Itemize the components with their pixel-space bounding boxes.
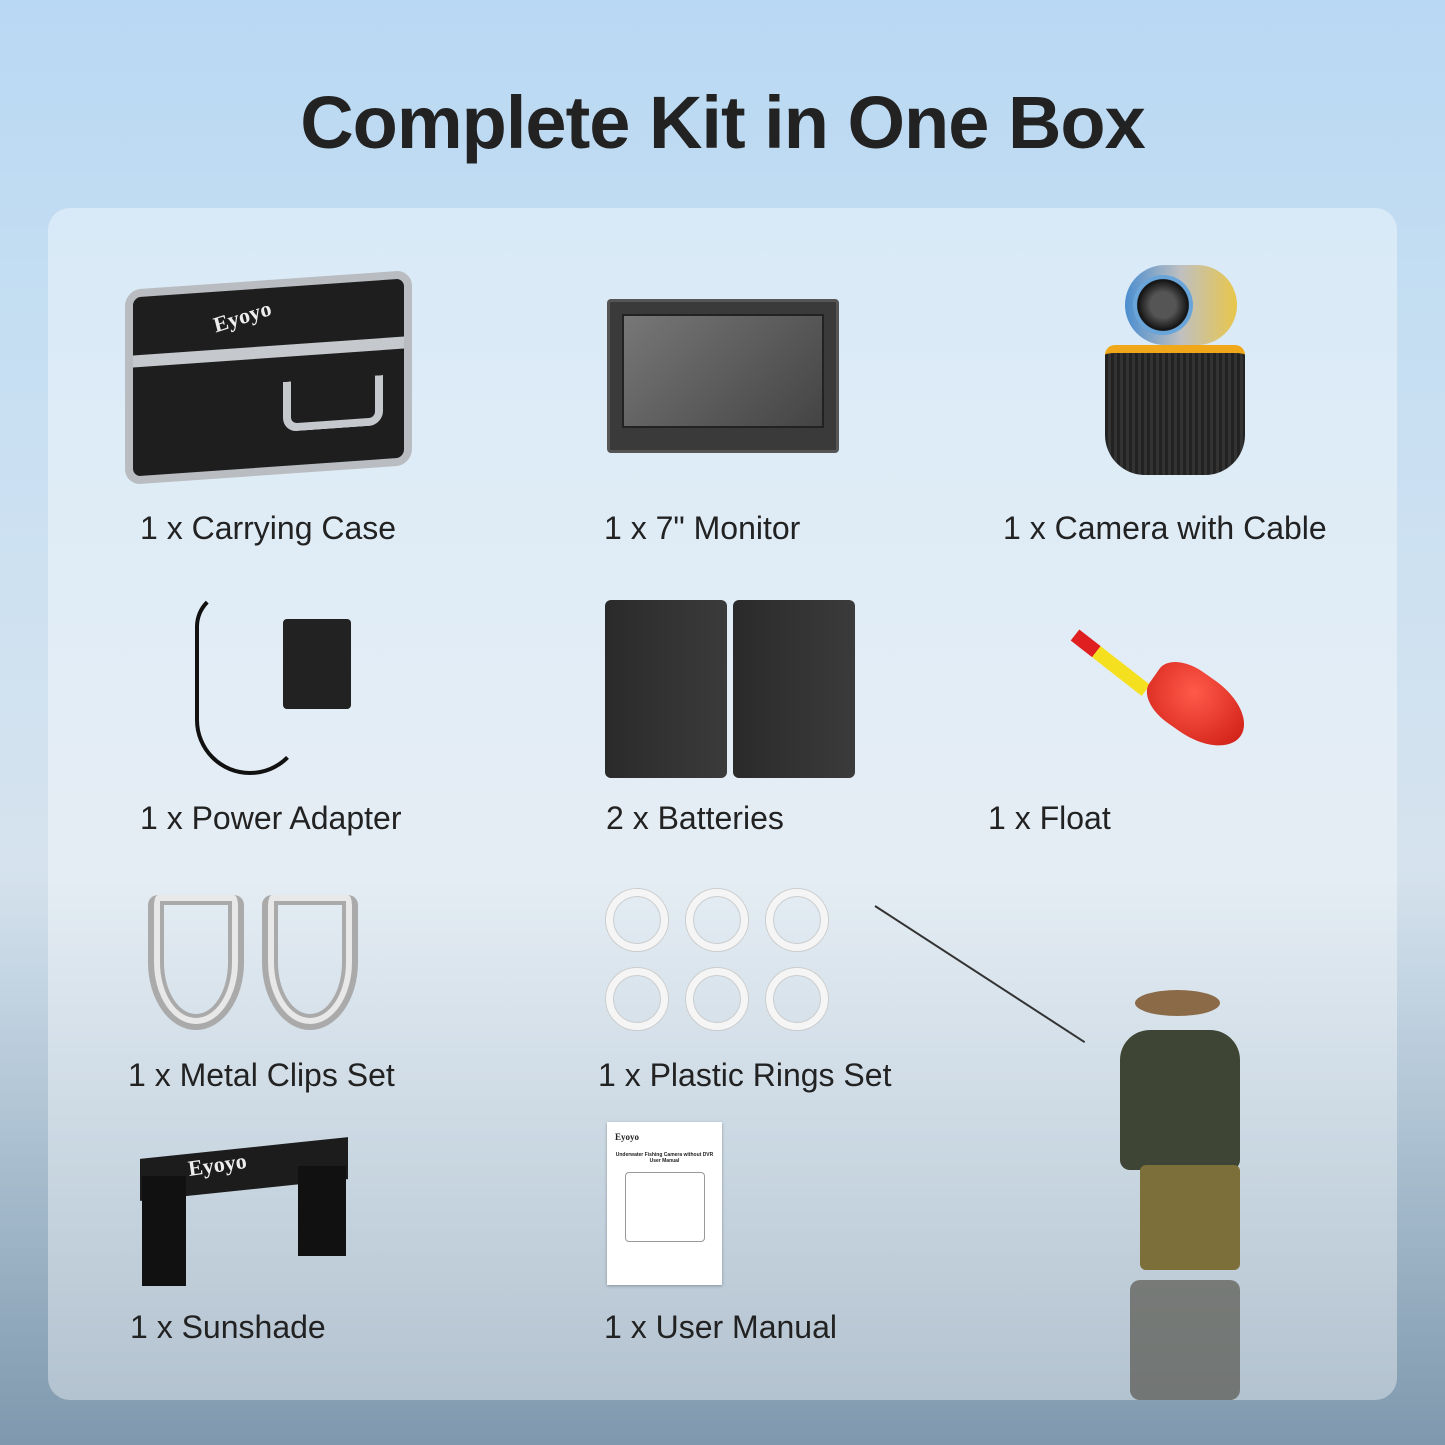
power-adapter-image <box>283 619 351 709</box>
metal-clip-image <box>148 895 244 1030</box>
plastic-ring-image <box>606 968 668 1030</box>
manual-title: Underwater Fishing Camera without DVR Us… <box>615 1152 714 1164</box>
item-label-user-manual: 1 x User Manual <box>604 1309 837 1345</box>
item-label-power-adapter: 1 x Power Adapter <box>140 800 402 836</box>
fisherman-waders-image <box>1140 1165 1240 1270</box>
item-label-monitor: 1 x 7" Monitor <box>604 510 801 546</box>
sunshade-image: Eyoyo <box>140 1137 348 1286</box>
power-cord-image <box>195 590 305 775</box>
monitor-image <box>607 299 839 453</box>
item-label-camera: 1 x Camera with Cable <box>1003 510 1327 546</box>
battery-image <box>733 600 855 778</box>
water-reflection-image <box>1130 1280 1240 1400</box>
page-title: Complete Kit in One Box <box>300 81 1146 164</box>
plastic-ring-image <box>766 889 828 951</box>
item-label-plastic-rings: 1 x Plastic Rings Set <box>598 1057 892 1093</box>
item-label-float: 1 x Float <box>988 800 1111 836</box>
plastic-ring-image <box>686 968 748 1030</box>
item-label-batteries: 2 x Batteries <box>606 800 784 836</box>
cable-spool-image <box>1105 345 1245 475</box>
item-label-metal-clips: 1 x Metal Clips Set <box>128 1057 395 1093</box>
user-manual-image: Eyoyo Underwater Fishing Camera without … <box>607 1122 722 1285</box>
plastic-ring-image <box>766 968 828 1030</box>
plastic-ring-image <box>686 889 748 951</box>
plastic-ring-image <box>606 889 668 951</box>
fisherman-hat-image <box>1135 990 1220 1016</box>
battery-image <box>605 600 727 778</box>
manual-brand: Eyoyo <box>615 1132 640 1142</box>
item-label-sunshade: 1 x Sunshade <box>130 1309 326 1345</box>
metal-clip-image <box>262 895 358 1030</box>
fisherman-body-image <box>1120 1030 1240 1170</box>
camera-cable-image <box>1125 265 1237 345</box>
carrying-case-image: Eyoyo <box>125 269 412 486</box>
manual-illustration <box>624 1172 705 1242</box>
case-logo: Eyoyo <box>210 295 274 338</box>
item-label-carrying-case: 1 x Carrying Case <box>140 510 397 546</box>
